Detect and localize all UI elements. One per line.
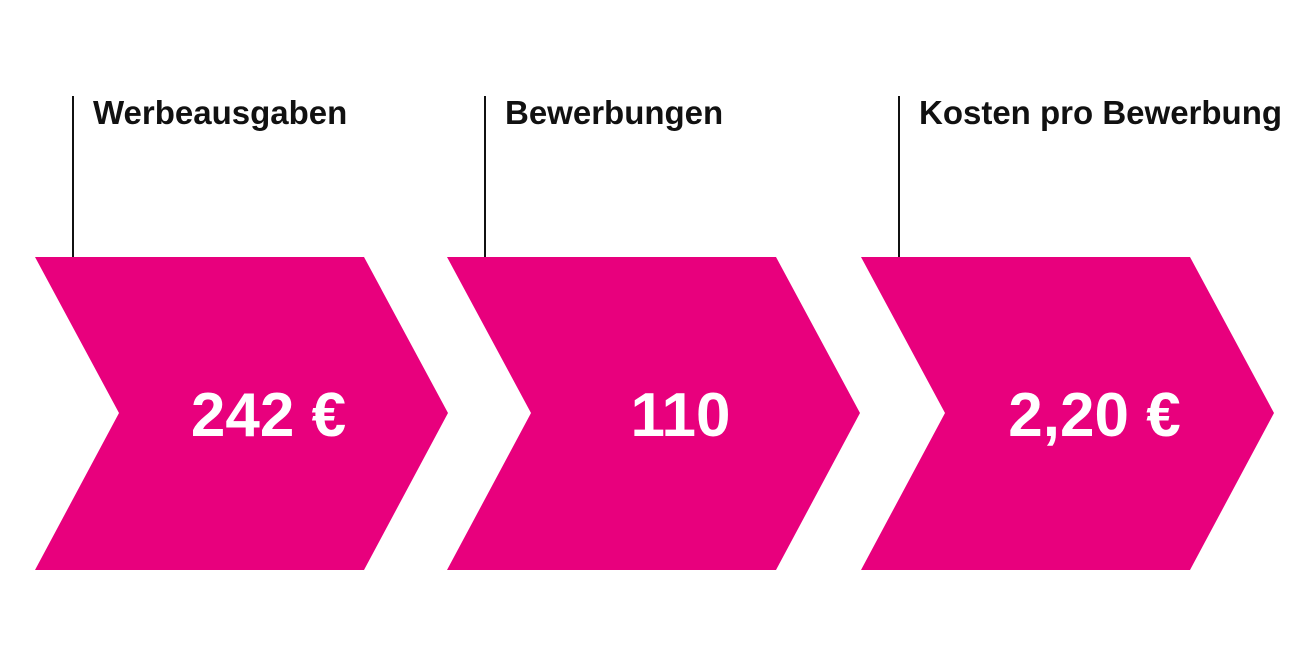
step-applications: Bewerbungen 110 <box>447 0 860 660</box>
step-value: 110 <box>630 381 731 450</box>
step-label: Kosten pro Bewerbung <box>919 94 1283 131</box>
step-label: Werbeausgaben <box>93 94 348 131</box>
leader-line <box>898 96 900 258</box>
step-advertising-spend: Werbeausgaben 242 € <box>35 0 448 660</box>
leader-line <box>72 96 74 258</box>
leader-line <box>484 96 486 258</box>
step-value: 2,20 € <box>1008 381 1181 450</box>
step-value: 242 € <box>190 381 347 450</box>
step-label: Bewerbungen <box>505 94 724 131</box>
step-cost-per-application: Kosten pro Bewerbung 2,20 € <box>861 0 1282 660</box>
